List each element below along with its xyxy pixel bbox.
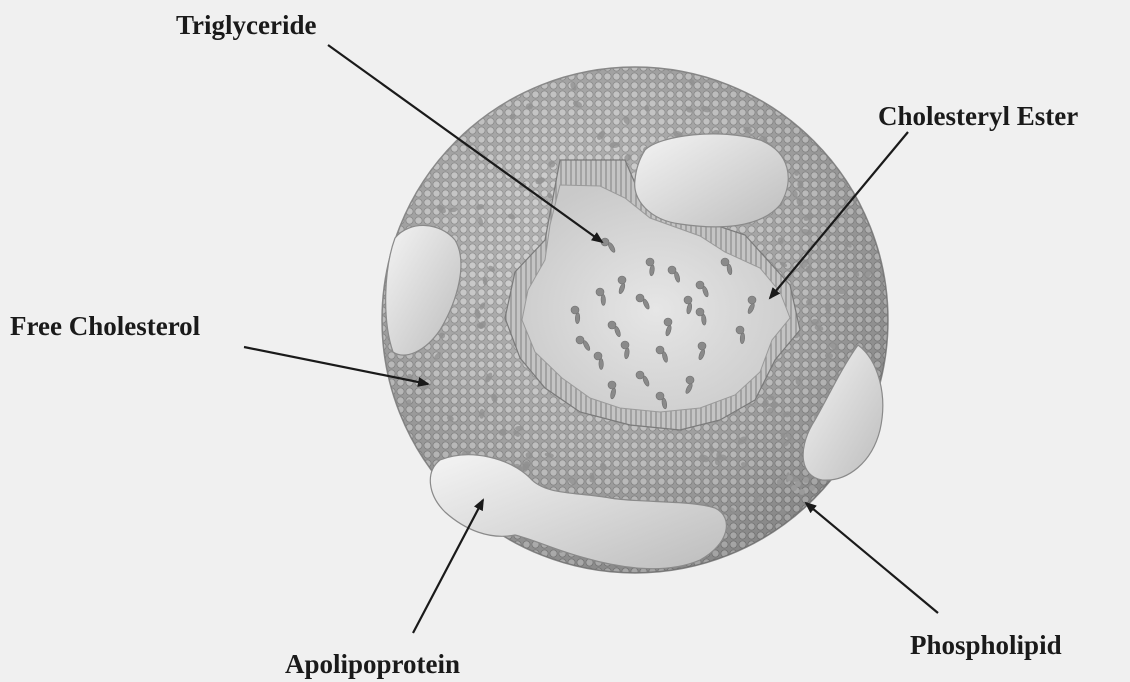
cholesteryl-ester-label: Cholesteryl Ester xyxy=(878,103,1078,130)
free-cholesterol-label: Free Cholesterol xyxy=(10,313,200,340)
apolipoprotein-label: Apolipoprotein xyxy=(285,651,460,678)
apolipoprotein-top xyxy=(635,134,789,227)
arrow-apolipoprotein xyxy=(413,500,483,633)
phospholipid-label: Phospholipid xyxy=(910,632,1062,659)
triglyceride-label: Triglyceride xyxy=(176,12,316,39)
cholesterol-dot xyxy=(449,208,457,212)
arrow-phospholipid xyxy=(806,503,938,613)
